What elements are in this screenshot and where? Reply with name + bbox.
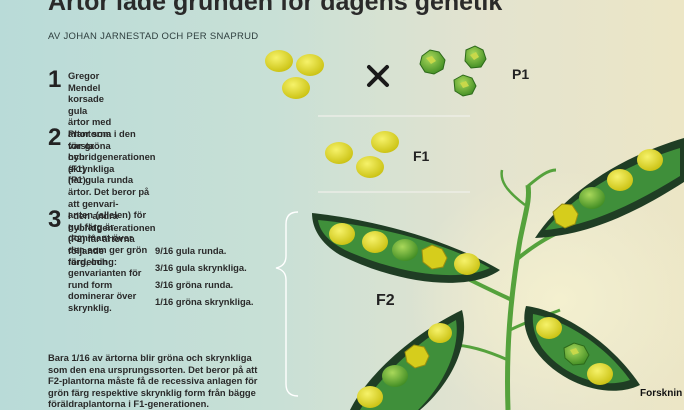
brace: [275, 211, 299, 397]
byline: AV JOHAN JARNESTAD OCH PER SNAPRUD: [48, 31, 259, 42]
ratio-green-round: 3/16 gröna runda.: [155, 279, 234, 290]
brand-logo-text: Forsknin: [640, 388, 683, 399]
ratio-yellow-wrinkled: 3/16 gula skrynkliga.: [155, 262, 247, 273]
page-title: Ärtor lade grunden för dagens genetik: [48, 0, 503, 16]
f1-yellow-peas: [325, 131, 399, 178]
step-number: 3: [48, 206, 62, 233]
cross-icon: [367, 65, 389, 87]
label-p1: P1: [512, 66, 530, 82]
ratio-green-wrinkled: 1/16 gröna skrynkliga.: [155, 296, 254, 307]
step-number: 2: [48, 124, 62, 151]
pea-pod: [535, 138, 684, 238]
step-text: Gregor Mendel korsade gula ärtor med ärt…: [68, 70, 115, 186]
label-f1: F1: [413, 148, 430, 164]
step-number: 1: [48, 66, 62, 93]
ratio-yellow-round: 9/16 gula runda.: [155, 245, 227, 256]
pea-pod: [524, 306, 640, 391]
p1-yellow-peas: [265, 50, 324, 99]
p1-green-wrinkled-peas: [419, 45, 487, 97]
step-text: Plantorna i den första hybridgeneratione…: [68, 128, 156, 313]
pea-pod: [312, 213, 500, 283]
step-text: I den andra hybridgenerationen (F2) får …: [68, 210, 156, 268]
pea-pod: [350, 310, 465, 410]
label-f2: F2: [376, 292, 395, 309]
footer-text: Bara 1/16 av ärtorna blir gröna och skry…: [48, 352, 258, 410]
